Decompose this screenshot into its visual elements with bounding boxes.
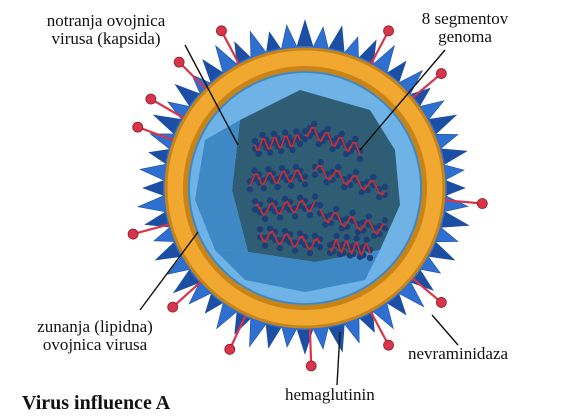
nucleoprotein-bead: [288, 183, 294, 189]
nucleoprotein-bead: [307, 250, 313, 256]
label-lipid-envelope: zunanja (lipidna) ovojnica virusa: [10, 318, 180, 354]
nucleoprotein-bead: [257, 226, 263, 232]
nucleoprotein-bead: [262, 242, 268, 248]
nucleoprotein-bead: [333, 206, 339, 212]
nucleoprotein-bead: [302, 181, 308, 187]
neuraminidase-knob: [128, 229, 138, 239]
neuraminidase-knob: [306, 361, 316, 371]
nucleoprotein-bead: [317, 244, 323, 250]
neuraminidase-knob: [384, 26, 394, 36]
neuraminidase-knob: [384, 340, 394, 350]
label-genome: 8 segmentov genoma: [405, 10, 525, 46]
nucleoprotein-bead: [349, 210, 355, 216]
label-neuraminidase: nevraminidaza: [408, 345, 508, 363]
nucleoprotein-bead: [370, 174, 376, 180]
nucleoprotein-bead: [261, 185, 267, 191]
neuraminidase-knob: [133, 122, 143, 132]
nucleoprotein-bead: [333, 233, 339, 239]
neuraminidase-knob: [146, 94, 156, 104]
nucleoprotein-bead: [382, 225, 388, 231]
label-genome-line-1: 8 segmentov: [405, 10, 525, 28]
label-genome-line-2: genoma: [405, 28, 525, 46]
nucleoprotein-bead: [317, 202, 323, 208]
nucleoprotein-bead: [277, 214, 283, 220]
nucleoprotein-bead: [292, 213, 298, 219]
nucleoprotein-bead: [277, 245, 283, 251]
leader-neuraminidase: [432, 315, 458, 345]
neuraminidase-knob: [436, 69, 446, 79]
nucleoprotein-bead: [353, 169, 359, 175]
neuraminidase-knob: [216, 26, 226, 36]
nucleoprotein-bead: [278, 148, 284, 154]
neuraminidase-stalk: [310, 328, 311, 366]
neuraminidase-knob: [168, 302, 178, 312]
nucleoprotein-bead: [267, 149, 273, 155]
nucleoprotein-bead: [335, 164, 341, 170]
nucleoprotein-bead: [366, 213, 372, 219]
label-capsid: notranja ovojnica virusa (kapsida): [20, 12, 192, 48]
nucleoprotein-bead: [262, 216, 268, 222]
label-capsid-line-2: virusa (kapsida): [20, 30, 192, 48]
label-capsid-line-1: notranja ovojnica: [20, 12, 192, 30]
nucleoprotein-bead: [367, 255, 373, 261]
nucleoprotein-bead: [289, 147, 295, 153]
neuraminidase-knob: [225, 344, 235, 354]
nucleoprotein-bead: [307, 212, 313, 218]
nucleoprotein-bead: [352, 136, 358, 142]
nucleoprotein-bead: [338, 131, 344, 137]
neuraminidase-knob: [174, 57, 184, 67]
nucleoprotein-bead: [318, 159, 324, 165]
nucleoprotein-bead: [325, 126, 331, 132]
nucleoprotein-bead: [312, 172, 318, 178]
nucleoprotein-bead: [274, 184, 280, 190]
label-lipid-line-1: zunanja (lipidna): [10, 318, 180, 336]
nucleoprotein-bead: [292, 247, 298, 253]
nucleoprotein-bead: [343, 234, 349, 240]
nucleoprotein-bead: [312, 193, 318, 199]
nucleoprotein-bead: [256, 151, 262, 157]
neuraminidase-knob: [436, 297, 446, 307]
label-hemagglutinin: hemaglutinin: [285, 386, 375, 404]
nucleoprotein-bead: [311, 121, 317, 127]
nucleoprotein-bead: [357, 156, 363, 162]
label-lipid-line-2: ovojnica virusa: [10, 336, 180, 354]
nucleoprotein-bead: [363, 236, 369, 242]
neuraminidase-knob: [477, 199, 487, 209]
diagram-title: Virus influence A: [22, 394, 170, 412]
nucleoprotein-bead: [353, 235, 359, 241]
nucleoprotein-bead: [382, 217, 388, 223]
nucleoprotein-bead: [382, 184, 388, 190]
nucleoprotein-bead: [297, 141, 303, 147]
nucleoprotein-bead: [247, 186, 253, 192]
